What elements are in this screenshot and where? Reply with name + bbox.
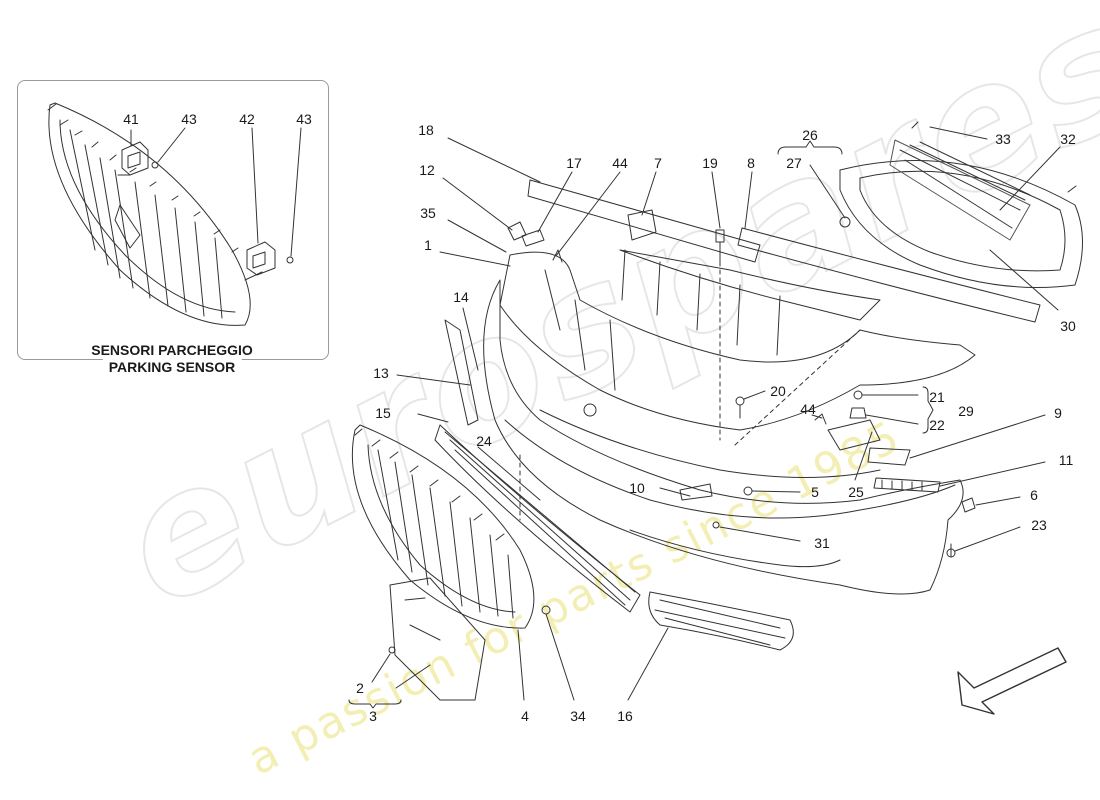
part-2-screw bbox=[388, 646, 396, 654]
callout-20: 20 bbox=[770, 383, 786, 399]
callout-41: 41 bbox=[123, 111, 139, 127]
callout-18: 18 bbox=[418, 122, 434, 138]
part-9-bracket bbox=[867, 447, 911, 466]
callout-5: 5 bbox=[811, 484, 819, 500]
part-34-nut bbox=[541, 605, 551, 615]
fastener-43b bbox=[286, 256, 294, 264]
inset-caption-english: PARKING SENSOR bbox=[102, 359, 242, 375]
part-31-screw bbox=[712, 521, 720, 529]
callout-32: 32 bbox=[1060, 131, 1076, 147]
callout-23: 23 bbox=[1031, 517, 1047, 533]
callout-44-mid: 44 bbox=[800, 401, 816, 417]
part-44-fastener-b bbox=[814, 413, 827, 425]
part-beam-reinforcement bbox=[499, 249, 976, 431]
sensor-41 bbox=[117, 129, 149, 176]
callout-4: 4 bbox=[521, 708, 529, 724]
part-12-clip bbox=[507, 221, 527, 241]
callout-42: 42 bbox=[239, 111, 255, 127]
parking-sensor-inset bbox=[17, 80, 329, 360]
part-16-lower-mesh bbox=[648, 591, 794, 651]
callout-25: 25 bbox=[848, 484, 864, 500]
callout-14: 14 bbox=[453, 289, 469, 305]
part-8-absorber bbox=[737, 227, 1041, 323]
callout-44-top: 44 bbox=[612, 155, 628, 171]
callout-16: 16 bbox=[617, 708, 633, 724]
part-25-bracket bbox=[827, 419, 881, 451]
part-14-bracket bbox=[444, 319, 479, 426]
callout-43-right: 43 bbox=[296, 111, 312, 127]
part-7-bracket bbox=[627, 209, 657, 241]
callout-1: 1 bbox=[424, 237, 432, 253]
callout-7: 7 bbox=[654, 155, 662, 171]
part-20-screw bbox=[735, 396, 745, 419]
part-22-clip bbox=[849, 407, 867, 419]
callout-21: 21 bbox=[929, 389, 945, 405]
callout-8: 8 bbox=[747, 155, 755, 171]
part-10-clip bbox=[679, 483, 713, 501]
part-23-screw bbox=[946, 543, 956, 558]
callout-10: 10 bbox=[629, 480, 645, 496]
callout-2: 2 bbox=[356, 680, 364, 696]
callout-6: 6 bbox=[1030, 487, 1038, 503]
inset-caption-italian: SENSORI PARCHEGGIO bbox=[85, 342, 259, 358]
part-21-clip bbox=[853, 390, 863, 400]
callout-33: 33 bbox=[995, 131, 1011, 147]
callout-11: 11 bbox=[1058, 452, 1074, 468]
callout-43-left: 43 bbox=[181, 111, 197, 127]
callout-13: 13 bbox=[373, 365, 389, 381]
group-brace-29 bbox=[922, 386, 934, 434]
part-3-plate-bracket bbox=[389, 577, 486, 701]
part-15-lower-grille bbox=[434, 424, 641, 613]
callout-17: 17 bbox=[566, 155, 582, 171]
part-5-clip bbox=[743, 486, 753, 496]
sensor-42 bbox=[244, 127, 276, 281]
callout-9: 9 bbox=[1054, 405, 1062, 421]
direction-arrow-icon bbox=[957, 647, 1067, 715]
callout-12: 12 bbox=[419, 162, 435, 178]
callout-26: 26 bbox=[802, 127, 818, 143]
group-brace-3 bbox=[348, 699, 402, 709]
part-18-strip bbox=[527, 179, 761, 263]
part-27-clip bbox=[839, 216, 851, 228]
fastener-43a bbox=[151, 161, 159, 169]
callout-34: 34 bbox=[570, 708, 586, 724]
callout-19: 19 bbox=[702, 155, 718, 171]
part-44-fastener-a bbox=[552, 249, 563, 263]
callout-35: 35 bbox=[420, 205, 436, 221]
part-19-bolt bbox=[715, 229, 725, 263]
inset-grille bbox=[47, 102, 251, 326]
callout-27: 27 bbox=[786, 155, 802, 171]
part-bumper-cover bbox=[483, 279, 964, 595]
hole-detail bbox=[583, 403, 597, 417]
callout-3: 3 bbox=[369, 708, 377, 724]
group-brace-26 bbox=[777, 140, 843, 155]
part-11-bracket bbox=[873, 477, 941, 493]
callout-24: 24 bbox=[476, 433, 492, 449]
callout-22: 22 bbox=[929, 417, 945, 433]
part-4-main-grille bbox=[351, 424, 535, 629]
callout-29: 29 bbox=[958, 403, 974, 419]
callout-30: 30 bbox=[1060, 318, 1076, 334]
part-6-clip bbox=[961, 497, 976, 513]
part-32-upper-grille bbox=[839, 121, 1083, 288]
callout-15: 15 bbox=[375, 405, 391, 421]
part-17-clip bbox=[521, 229, 545, 247]
callout-31: 31 bbox=[814, 535, 830, 551]
